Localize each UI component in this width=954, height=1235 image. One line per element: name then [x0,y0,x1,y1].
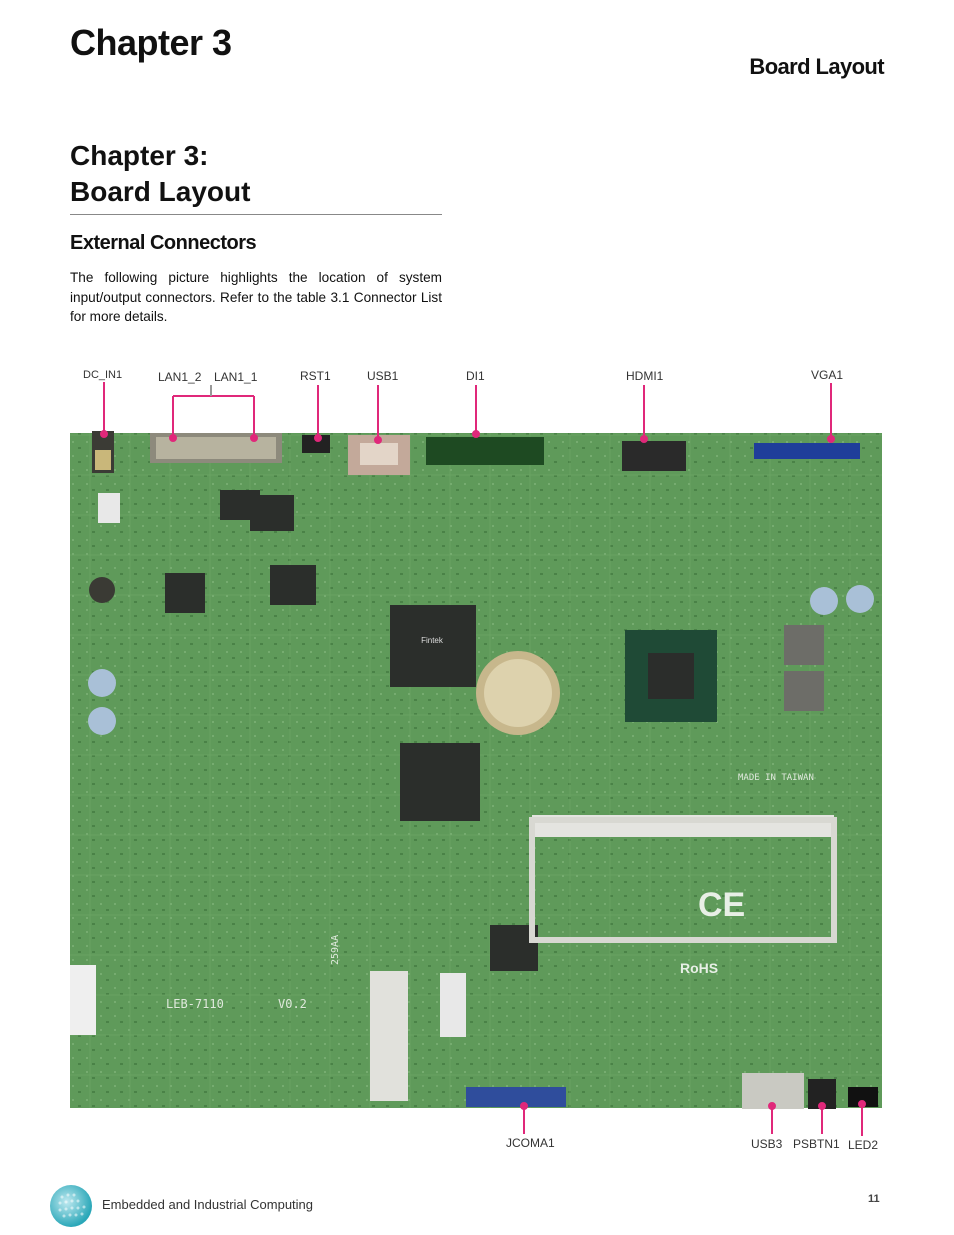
label-usb1: USB1 [367,369,399,383]
label-rst1: RST1 [300,369,331,383]
made-in-marking: MADE IN TAIWAN [738,773,814,783]
label-dc-in1: DC_IN1 [83,369,123,381]
label-di1: DI1 [466,369,485,383]
chapter-title-line1: Chapter 3: [70,140,209,171]
label-jcoma1: JCOMA1 [506,1136,555,1150]
chapter-header: Chapter 3 [70,22,232,63]
label-hdmi1: HDMI1 [626,369,664,383]
label-led2: LED2 [848,1138,879,1152]
slot-marking: 259AA [330,935,341,965]
footer-text: Embedded and Industrial Computing [102,1197,314,1212]
io-chip [390,605,476,687]
label-lan1-1: LAN1_1 [214,370,258,384]
label-usb3: USB3 [751,1137,783,1151]
chip-label: Fintek [421,636,444,645]
label-vga1: VGA1 [811,368,844,382]
intro-paragraph: The following picture highlights the loc… [70,270,442,324]
label-lan1-2: LAN1_2 [158,370,202,384]
rohs-mark: RoHS [680,960,718,976]
version-marking: V0.2 [278,997,307,1011]
label-psbtn1: PSBTN1 [793,1137,840,1151]
chapter-title-line2: Board Layout [70,176,251,207]
external-connectors-heading: External Connectors [70,232,257,254]
page-number: 11 [868,1193,880,1205]
company-logo-icon [50,1185,92,1227]
model-marking: LEB-7110 [166,997,224,1011]
ce-mark: CE [698,886,745,924]
chapter-title: Chapter 3: Board Layout [70,138,442,215]
section-header: Board Layout [749,54,884,79]
